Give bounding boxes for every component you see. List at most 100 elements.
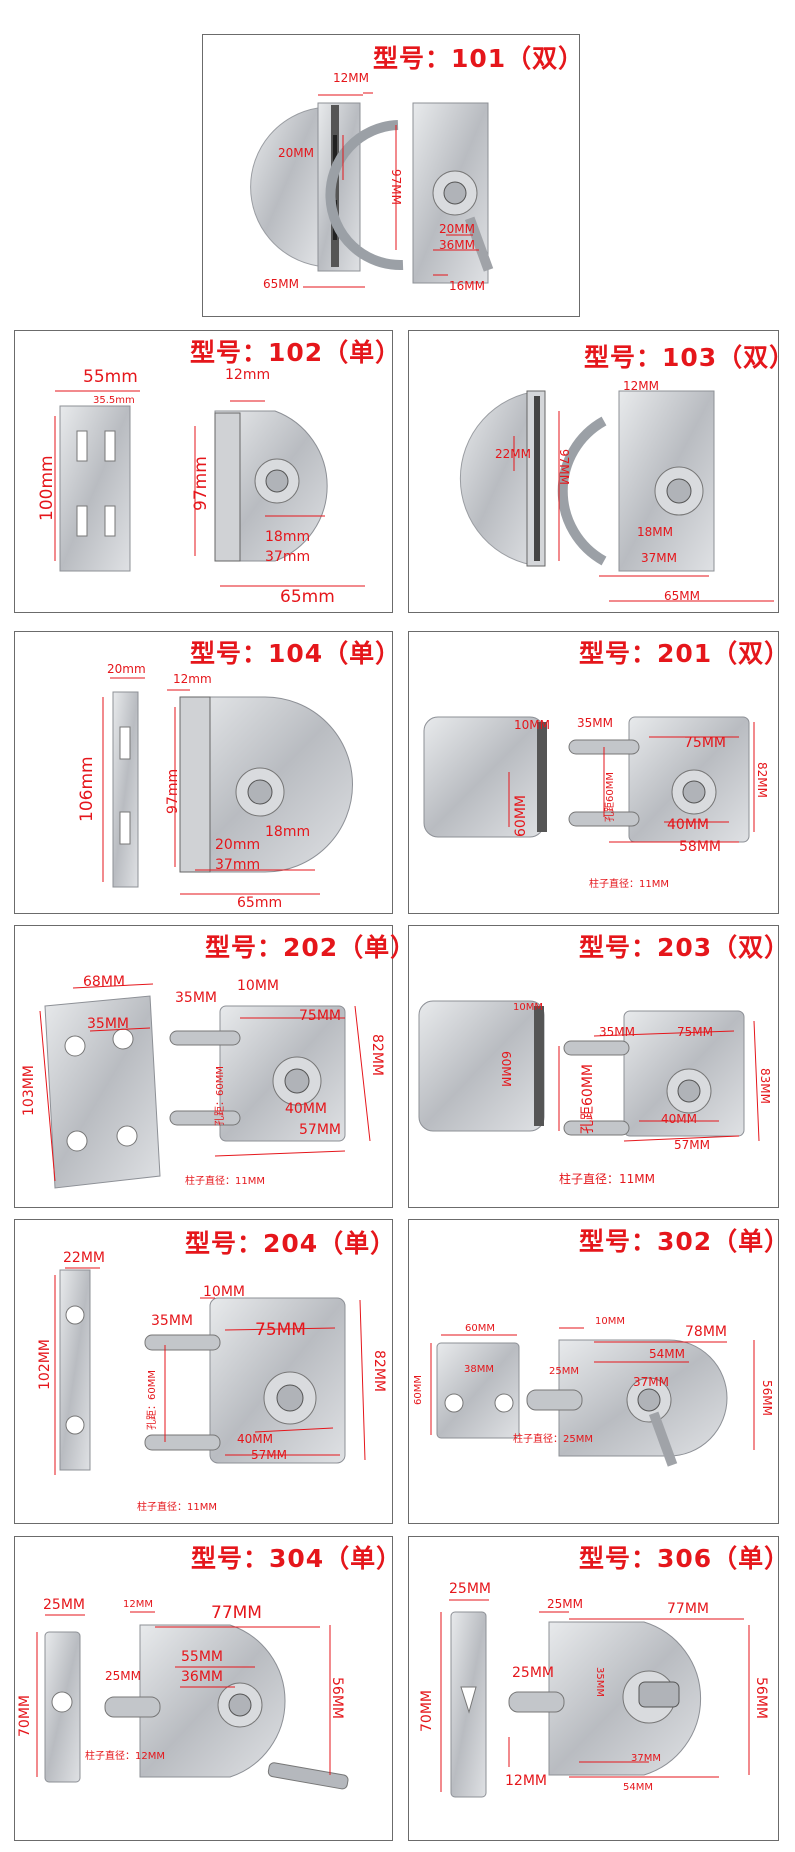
model-title: 型号：101（双） <box>373 44 585 73</box>
dim-label: 65MM <box>263 277 299 291</box>
dim-label: 22MM <box>63 1250 105 1266</box>
product-card-302: 型号：302（单） 60MM 38MM 60MM 10MM 78MM 54MM … <box>408 1219 789 1524</box>
dim-label: 37MM <box>633 1375 669 1389</box>
dim-label: 103MM <box>21 1065 37 1116</box>
dim-label: 40MM <box>285 1101 327 1117</box>
dim-label: 82MM <box>755 762 769 798</box>
dim-label: 孔距：60MM <box>215 1066 226 1126</box>
model-title: 型号：102（单） <box>190 338 402 367</box>
dim-label: 102MM <box>37 1339 53 1390</box>
dim-label: 106mm <box>77 756 97 822</box>
model-title: 型号：202（单） <box>205 933 417 962</box>
dim-label: 柱子直径：11MM <box>185 1176 265 1187</box>
product-card-304: 型号：304（单） 25MM 70MM 12MM 77MM 55MM 25MM … <box>14 1536 401 1841</box>
model-title: 型号：204（单） <box>185 1229 397 1258</box>
dim-label: 37mm <box>265 549 311 565</box>
dim-label: 78MM <box>685 1324 727 1340</box>
dim-label: 70MM <box>419 1690 435 1732</box>
dim-label: 25MM <box>105 1669 141 1683</box>
dim-label: 25MM <box>43 1597 85 1613</box>
lock-201-illustration <box>423 716 755 843</box>
dim-label: 12MM <box>333 71 369 85</box>
dim-label: 18mm <box>265 824 311 840</box>
lock-203-illustration <box>418 1000 760 1142</box>
dim-label: 柱子直径：11MM <box>589 879 669 890</box>
dim-label: 16MM <box>449 279 485 293</box>
dim-label: 35MM <box>175 990 217 1006</box>
dim-label: 56MM <box>760 1380 774 1416</box>
dim-label: 22MM <box>495 447 531 461</box>
lock-103-illustration <box>459 390 774 602</box>
dim-label: 57MM <box>674 1138 710 1152</box>
dim-label: 柱子直径：25MM <box>513 1434 593 1445</box>
dim-label: 12MM <box>505 1773 547 1789</box>
dim-label: 20MM <box>439 222 475 236</box>
dim-label: 40MM <box>661 1112 697 1126</box>
dim-label: 97MM <box>557 449 571 485</box>
model-title: 型号：104（单） <box>190 639 402 668</box>
dim-label: 柱子直径：11MM <box>137 1502 217 1513</box>
dim-label: 10MM <box>237 978 279 994</box>
product-card-104: 型号：104（单） 20mm 106mm 12mm 97mm 20mm 18mm… <box>14 631 400 914</box>
dim-label: 孔距60MM <box>580 1064 596 1134</box>
lock-302-illustration <box>430 1327 755 1467</box>
dim-label: 83MM <box>758 1068 772 1104</box>
lock-101-illustration <box>250 92 494 288</box>
dim-label: 25MM <box>449 1581 491 1597</box>
dim-label: 70MM <box>17 1695 33 1737</box>
dim-label: 55MM <box>181 1649 223 1665</box>
product-card-103: 型号：103（双） 12MM 22MM 97MM 18MM 37MM 65MM <box>408 330 794 613</box>
dim-label: 60MM <box>513 795 529 837</box>
dim-label: 56MM <box>753 1677 769 1719</box>
dim-label: 65mm <box>280 587 335 607</box>
dim-label: 82MM <box>371 1350 387 1392</box>
dim-label: 97mm <box>191 456 211 511</box>
dim-label: 25MM <box>512 1665 554 1681</box>
dim-label: 54MM <box>649 1347 685 1361</box>
dim-label: 75MM <box>255 1320 306 1340</box>
lock-204-illustration <box>54 1267 366 1475</box>
dim-label: 77MM <box>667 1601 709 1617</box>
dim-label: 35.5mm <box>93 395 135 406</box>
product-card-101: 型号：101（双） 12MM 20MM 97MM 20MM 36MM 65MM … <box>202 34 583 317</box>
dim-label: 55mm <box>83 367 138 387</box>
dim-label: 12MM <box>123 1599 153 1610</box>
dim-label: 18MM <box>637 525 673 539</box>
dim-label: 60MM <box>465 1323 495 1334</box>
dim-label: 10MM <box>514 718 550 732</box>
dim-label: 56MM <box>329 1677 345 1719</box>
dim-label: 10MM <box>203 1284 245 1300</box>
product-card-202: 型号：202（单） 68MM 35MM 103MM 35MM 10MM 75MM… <box>14 925 415 1208</box>
dim-label: 12MM <box>623 379 659 393</box>
dim-label: 孔距：60MM <box>147 1370 158 1430</box>
dim-label: 18mm <box>265 529 311 545</box>
model-title: 型号：302（单） <box>579 1227 791 1256</box>
dim-label: 35MM <box>151 1313 193 1329</box>
product-card-201: 型号：201（双） 10MM 60MM 35MM 75MM 82MM 孔距60M… <box>408 631 789 914</box>
dim-label: 40MM <box>667 817 709 833</box>
dim-label: 38MM <box>464 1364 494 1375</box>
dim-label: 68MM <box>83 974 125 990</box>
dim-label: 柱子直径：11MM <box>559 1172 655 1186</box>
dim-label: 54MM <box>623 1782 653 1793</box>
dim-label: 40MM <box>237 1432 273 1446</box>
dim-label: 20MM <box>278 146 314 160</box>
dim-label: 57MM <box>299 1122 341 1138</box>
product-card-306: 型号：306（单） 25MM 70MM 25MM 77MM 25MM 35MM … <box>408 1536 789 1841</box>
dim-label: 97MM <box>389 169 403 205</box>
dim-label: 65mm <box>237 895 283 911</box>
product-card-102: 型号：102（单） 55mm 35.5mm 100mm 12mm 97mm 18… <box>14 330 400 613</box>
product-card-204: 型号：204（单） 22MM 102MM 10MM 35MM 75MM 82MM… <box>14 1219 397 1524</box>
model-title: 型号：201（双） <box>579 639 791 668</box>
dim-label: 75MM <box>299 1008 341 1024</box>
dim-label: 75MM <box>677 1025 713 1039</box>
dim-label: 58MM <box>679 839 721 855</box>
dim-label: 10MM <box>595 1316 625 1327</box>
dim-label: 36MM <box>439 238 475 252</box>
model-title: 型号：304（单） <box>191 1544 403 1573</box>
lock-306-illustration <box>440 1599 750 1798</box>
dim-label: 25MM <box>549 1366 579 1377</box>
dim-label: 60MM <box>413 1375 424 1405</box>
dim-label: 36MM <box>181 1669 223 1685</box>
dim-label: 57MM <box>251 1448 287 1462</box>
